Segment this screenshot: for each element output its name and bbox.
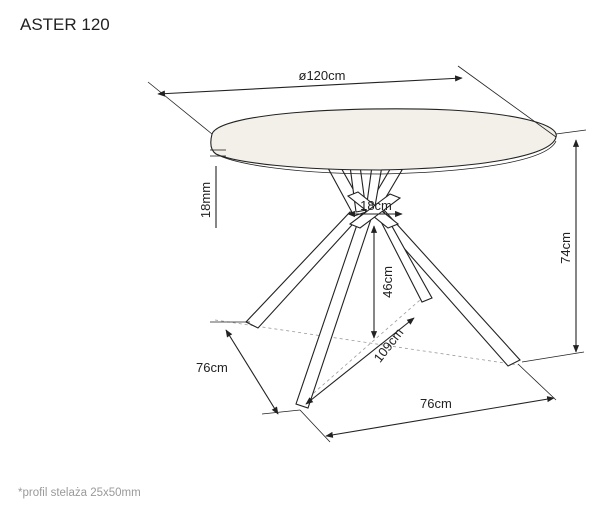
footnote: *profil stelaża 25x50mm — [18, 487, 141, 499]
dimension-frame-center: 18cm — [347, 198, 403, 218]
dimension-width-bottom: 76cm — [299, 363, 557, 443]
dimension-top-thickness-label: 18mm — [198, 182, 213, 218]
dimension-diagonal-label: 109cm — [371, 325, 407, 365]
dimension-table-height-label: 74cm — [558, 232, 573, 264]
dimension-table-height: 74cm — [521, 129, 587, 363]
tabletop — [210, 108, 557, 175]
dimension-depth-left-label: 76cm — [196, 360, 228, 375]
dimension-frame-center-label: 18cm — [360, 198, 392, 213]
dimension-width-bottom-label: 76cm — [420, 396, 452, 411]
dimension-depth-left: 76cm — [196, 321, 301, 415]
dimension-diameter: ø120cm — [147, 65, 557, 138]
dimension-diameter-label: ø120cm — [299, 68, 346, 83]
product-title: ASTER 120 — [20, 15, 110, 34]
dimension-frame-height-label: 46cm — [380, 266, 395, 298]
dimension-top-thickness: 18mm — [198, 149, 226, 228]
